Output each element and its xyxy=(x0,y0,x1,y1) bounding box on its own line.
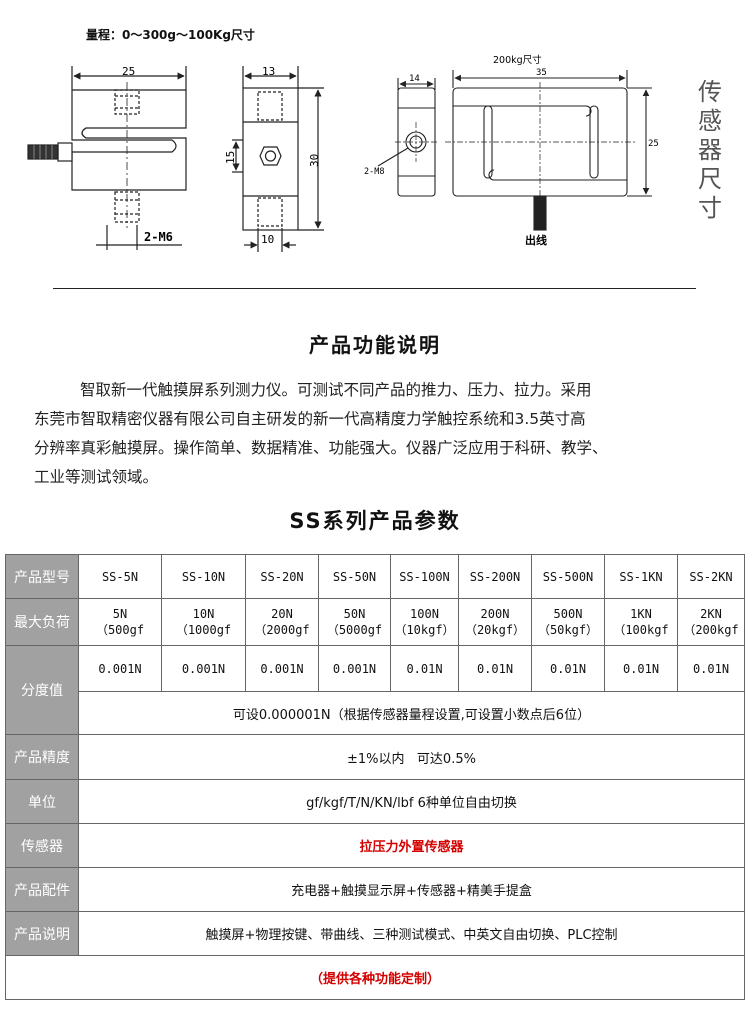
res-cell: 0.01N xyxy=(604,645,678,692)
spec-table: 产品型号 SS-5N SS-10N SS-20N SS-50N SS-100N … xyxy=(5,554,745,1000)
function-title: 产品功能说明 xyxy=(309,333,441,357)
function-description: 智取新一代触摸屏系列测力仪。可测试不同产品的推力、压力、拉力。采用 东莞市智取精… xyxy=(34,376,719,492)
res-cell: 0.001N xyxy=(245,645,319,692)
label-resolution: 分度值 xyxy=(5,645,79,735)
res-cell: 0.01N xyxy=(390,645,459,692)
res-cell: 0.001N xyxy=(161,645,246,692)
side-top-label: 13 xyxy=(262,65,275,78)
load-cell: 200N（20kgf） xyxy=(458,598,532,646)
row-sensor: 传感器 拉压力外置传感器 xyxy=(5,823,745,868)
front-width-label: 25 xyxy=(122,65,135,78)
model-cell: SS-100N xyxy=(390,554,459,599)
side-height-label: 30 xyxy=(308,154,321,167)
side-view-200kg xyxy=(377,70,652,231)
model-cell: SS-500N xyxy=(531,554,605,599)
sensor-drawing-svg: 25 2-M6 xyxy=(27,54,659,252)
res-cell: 0.001N xyxy=(318,645,391,692)
kg200-thread-label: 2-M8 xyxy=(364,167,384,177)
desc-line: 分辨率真彩触摸屏。操作简单、数据精准、功能强大。仪器广泛应用于科研、教学、 xyxy=(34,439,608,457)
kg200-length-label: 35 xyxy=(536,68,547,78)
row-model: 产品型号 SS-5N SS-10N SS-20N SS-50N SS-100N … xyxy=(5,554,745,599)
model-cell: SS-1KN xyxy=(604,554,678,599)
load-cell: 2KN（200kgf xyxy=(677,598,745,646)
load-cell: 5N（500gf xyxy=(78,598,162,646)
model-cell: SS-20N xyxy=(245,554,319,599)
desc-line: 智取新一代触摸屏系列测力仪。可测试不同产品的推力、压力、拉力。采用 xyxy=(80,381,592,399)
model-cell: SS-200N xyxy=(458,554,532,599)
label-accuracy: 产品精度 xyxy=(5,734,79,780)
side-view xyxy=(232,66,324,252)
row-custom: （提供各种功能定制） xyxy=(5,955,745,1000)
sensor-value: 拉压力外置传感器 xyxy=(78,823,745,868)
label-sensor: 传感器 xyxy=(5,823,79,868)
model-cell: SS-10N xyxy=(161,554,246,599)
note-value: 触摸屏+物理按键、带曲线、三种测试模式、中英文自由切换、PLC控制 xyxy=(78,911,745,956)
section-divider xyxy=(53,288,696,289)
front-view xyxy=(27,66,187,250)
params-title: SS系列产品参数 xyxy=(289,509,461,533)
model-cell: SS-2KN xyxy=(677,554,745,599)
model-cell: SS-50N xyxy=(318,554,391,599)
front-thread-label: 2-M6 xyxy=(144,230,173,244)
label-note: 产品说明 xyxy=(5,911,79,956)
accessories-value: 充电器+触摸显示屏+传感器+精美手提盒 xyxy=(78,867,745,912)
load-cell: 20N（2000gf xyxy=(245,598,319,646)
side-mid-label: 15 xyxy=(224,151,237,164)
label-unit: 单位 xyxy=(5,779,79,824)
label-load: 最大负荷 xyxy=(5,598,79,646)
row-load: 最大负荷 5N（500gf 10N（1000gf 20N（2000gf 50N（… xyxy=(5,598,745,646)
res-cell: 0.01N xyxy=(531,645,605,692)
kg200-height-label: 25 xyxy=(648,139,659,149)
res-cell: 0.001N xyxy=(78,645,162,692)
model-cell: SS-5N xyxy=(78,554,162,599)
kg200-thick-label: 14 xyxy=(409,74,420,84)
vertical-title: 传感器尺寸 xyxy=(698,78,722,222)
load-cell: 100N（10kgf） xyxy=(390,598,459,646)
load-cell: 10N（1000gf xyxy=(161,598,246,646)
row-resolution-note: 可设0.000001N（根据传感器量程设置,可设置小数点后6位） xyxy=(6,691,745,735)
row-note: 产品说明 触摸屏+物理按键、带曲线、三种测试模式、中英文自由切换、PLC控制 xyxy=(5,911,745,956)
cable-label: 出线 xyxy=(525,233,547,247)
load-cell: 500N（50kgf） xyxy=(531,598,605,646)
desc-line: 东莞市智取精密仪器有限公司自主研发的新一代高精度力学触控系统和3.5英寸高 xyxy=(34,410,586,428)
kg200-title: 200kg尺寸 xyxy=(493,54,542,66)
load-cell: 50N（5000gf xyxy=(318,598,391,646)
row-unit: 单位 gf/kgf/T/N/KN/lbf 6种单位自由切换 xyxy=(5,779,745,824)
row-resolution: 分度值 0.001N 0.001N 0.001N 0.001N 0.01N 0.… xyxy=(5,645,745,735)
label-model: 产品型号 xyxy=(5,554,79,599)
dimension-drawing: 量程：0～300g～100Kg尺寸 xyxy=(0,0,750,290)
res-cell: 0.01N xyxy=(458,645,532,692)
unit-value: gf/kgf/T/N/KN/lbf 6种单位自由切换 xyxy=(78,779,745,824)
row-accessories: 产品配件 充电器+触摸显示屏+传感器+精美手提盒 xyxy=(5,867,745,912)
label-accessories: 产品配件 xyxy=(5,867,79,912)
load-cell: 1KN（100kgf xyxy=(604,598,678,646)
res-note: 可设0.000001N（根据传感器量程设置,可设置小数点后6位） xyxy=(78,691,745,735)
accuracy-value: ±1%以内 可达0.5% xyxy=(78,734,745,780)
row-accuracy: 产品精度 ±1%以内 可达0.5% xyxy=(5,734,745,780)
desc-line: 工业等测试领域。 xyxy=(34,468,159,486)
side-bottom-label: 10 xyxy=(261,233,274,246)
range-label: 量程：0～300g～100Kg尺寸 xyxy=(86,28,255,42)
res-cell: 0.01N xyxy=(677,645,745,692)
custom-note: （提供各种功能定制） xyxy=(5,955,745,1000)
